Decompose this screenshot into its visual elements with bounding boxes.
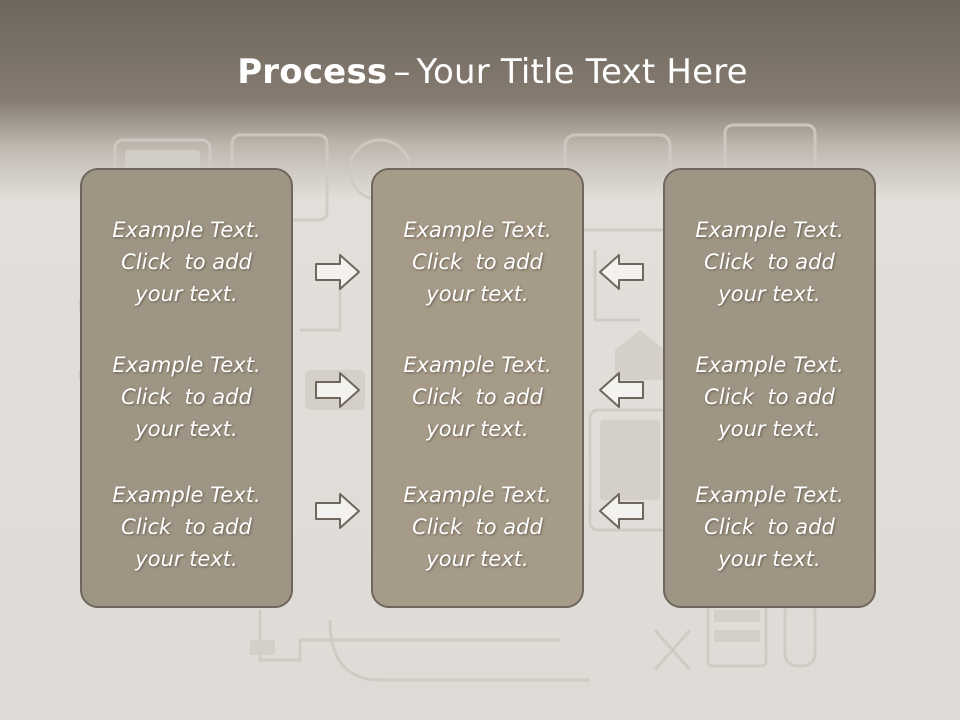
text-placeholder[interactable]: Example Text. Click to add your text. bbox=[373, 349, 582, 445]
arrow-right-icon bbox=[315, 493, 360, 529]
placeholder-line: Example Text. bbox=[112, 218, 261, 242]
placeholder-line: Click to add bbox=[704, 250, 835, 274]
placeholder-line: Example Text. bbox=[112, 483, 261, 507]
process-box-right[interactable]: Example Text. Click to add your text. Ex… bbox=[663, 168, 876, 608]
placeholder-line: your text. bbox=[135, 547, 238, 571]
placeholder-line: your text. bbox=[718, 547, 821, 571]
placeholder-line: Click to add bbox=[121, 515, 252, 539]
placeholder-line: your text. bbox=[135, 282, 238, 306]
placeholder-line: Click to add bbox=[412, 250, 543, 274]
text-placeholder[interactable]: Example Text. Click to add your text. bbox=[82, 349, 291, 445]
placeholder-line: Example Text. bbox=[112, 353, 261, 377]
placeholder-line: Click to add bbox=[412, 385, 543, 409]
placeholder-line: Example Text. bbox=[403, 218, 552, 242]
text-placeholder[interactable]: Example Text. Click to add your text. bbox=[373, 479, 582, 575]
arrow-right-icon bbox=[315, 372, 360, 408]
placeholder-line: Click to add bbox=[121, 385, 252, 409]
placeholder-line: Example Text. bbox=[403, 353, 552, 377]
placeholder-line: your text. bbox=[426, 417, 529, 441]
placeholder-line: Click to add bbox=[704, 515, 835, 539]
text-placeholder[interactable]: Example Text. Click to add your text. bbox=[373, 214, 582, 310]
placeholder-line: Click to add bbox=[704, 385, 835, 409]
placeholder-line: your text. bbox=[718, 417, 821, 441]
text-placeholder[interactable]: Example Text. Click to add your text. bbox=[82, 479, 291, 575]
placeholder-line: your text. bbox=[426, 282, 529, 306]
placeholder-line: your text. bbox=[426, 547, 529, 571]
arrow-right-icon bbox=[315, 254, 360, 290]
placeholder-line: Click to add bbox=[121, 250, 252, 274]
text-placeholder[interactable]: Example Text. Click to add your text. bbox=[665, 214, 874, 310]
title-dash: – bbox=[393, 52, 411, 92]
placeholder-line: Click to add bbox=[412, 515, 543, 539]
text-placeholder[interactable]: Example Text. Click to add your text. bbox=[665, 349, 874, 445]
text-placeholder[interactable]: Example Text. Click to add your text. bbox=[82, 214, 291, 310]
placeholder-line: your text. bbox=[135, 417, 238, 441]
placeholder-line: Example Text. bbox=[695, 218, 844, 242]
slide-title[interactable]: Process–Your Title Text Here bbox=[0, 52, 960, 92]
title-rest: Your Title Text Here bbox=[416, 52, 748, 92]
process-box-left[interactable]: Example Text. Click to add your text. Ex… bbox=[80, 168, 293, 608]
text-placeholder[interactable]: Example Text. Click to add your text. bbox=[665, 479, 874, 575]
placeholder-line: Example Text. bbox=[695, 353, 844, 377]
placeholder-line: Example Text. bbox=[403, 483, 552, 507]
arrow-left-icon bbox=[599, 493, 644, 529]
title-strong: Process bbox=[237, 52, 388, 92]
process-box-middle[interactable]: Example Text. Click to add your text. Ex… bbox=[371, 168, 584, 608]
placeholder-line: your text. bbox=[718, 282, 821, 306]
arrow-left-icon bbox=[599, 372, 644, 408]
placeholder-line: Example Text. bbox=[695, 483, 844, 507]
arrow-left-icon bbox=[599, 254, 644, 290]
